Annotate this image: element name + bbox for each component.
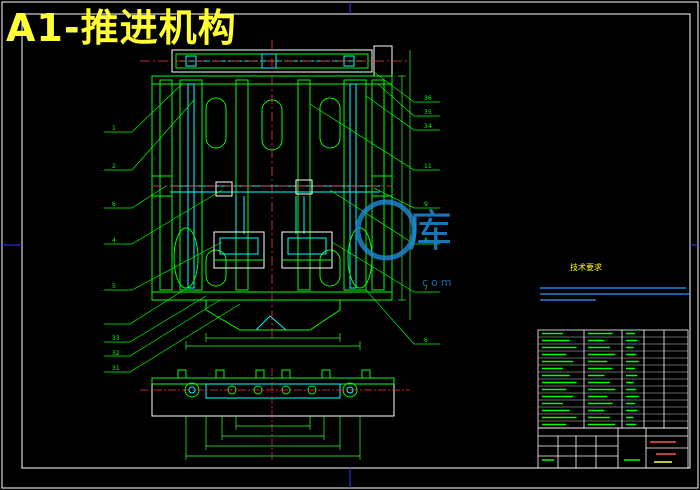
center-lines	[140, 40, 410, 340]
callout-label: 33	[112, 335, 120, 342]
parts-list-rows	[538, 336, 688, 422]
right-leaders	[309, 71, 440, 345]
callout-label: 9	[424, 201, 428, 208]
left-callout-labels: 1 2 6 4 5 33 32 31	[112, 125, 120, 372]
drawing-title: A1-推进机构	[6, 6, 237, 50]
callout-label: 8	[424, 237, 428, 244]
sheet-frame-inner	[21, 13, 691, 469]
callout-label: 2	[112, 163, 116, 170]
callout-label: 1	[112, 125, 116, 132]
callout-label: 7	[424, 285, 428, 292]
right-callout-labels: 36 35 34 11 9 8 7 6	[424, 95, 432, 344]
callout-label: 31	[112, 365, 120, 372]
technical-notes	[540, 287, 690, 301]
title-block-entries	[542, 441, 676, 463]
callout-label: 34	[424, 123, 432, 130]
callout-label: 11	[424, 163, 432, 170]
plan-view	[151, 369, 395, 417]
callout-label: 35	[424, 109, 432, 116]
callout-label: 6	[112, 201, 116, 208]
plan-view-dimensions	[140, 368, 410, 462]
left-leaders	[104, 83, 241, 373]
callout-label: 4	[112, 237, 116, 244]
callout-label: 32	[112, 350, 120, 357]
title-block	[537, 427, 689, 469]
callout-label: 6	[424, 337, 428, 344]
front-view-dimensions	[185, 50, 411, 350]
technical-notes-heading: 技术要求	[570, 263, 602, 272]
parts-list-entries	[542, 332, 639, 426]
callout-label: 36	[424, 95, 432, 102]
callout-label: 5	[112, 283, 116, 290]
